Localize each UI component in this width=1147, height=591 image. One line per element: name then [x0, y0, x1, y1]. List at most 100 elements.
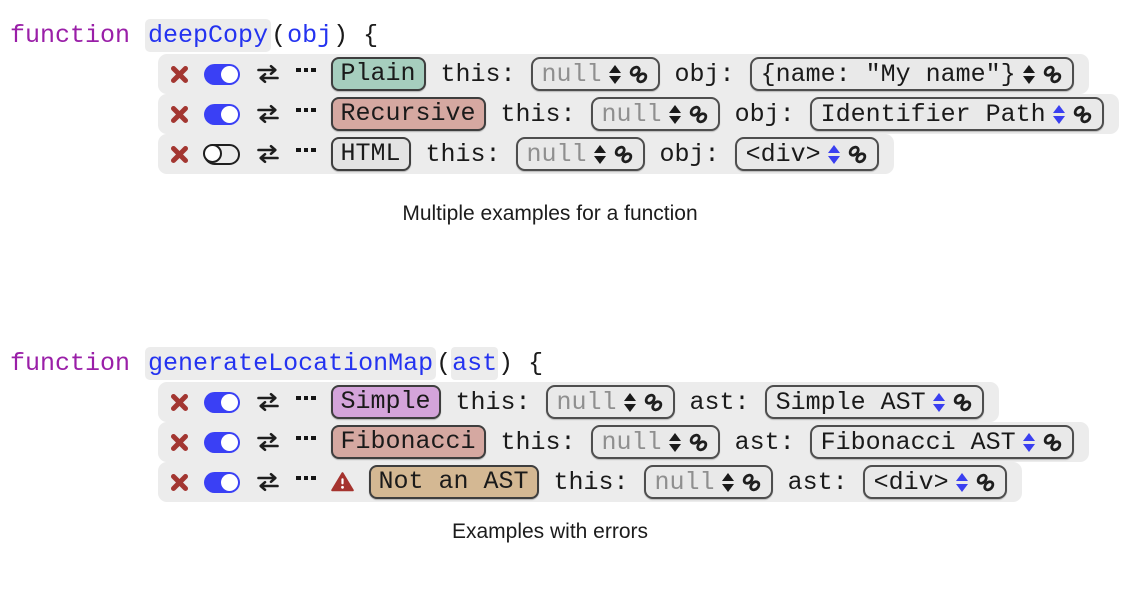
stepper-icon[interactable]	[668, 104, 681, 124]
swap-arrows-icon[interactable]	[255, 432, 281, 452]
example-rows: Simple this: null ast: Simple AST Fibona…	[158, 382, 1089, 502]
delete-example-button[interactable]	[170, 473, 189, 492]
param-value: <div>	[873, 467, 949, 497]
paren-close: ) {	[498, 349, 544, 378]
link-icon[interactable]	[952, 392, 973, 413]
this-label: this:	[500, 427, 576, 457]
example-toggle[interactable]	[204, 471, 240, 493]
more-options-button[interactable]	[296, 107, 316, 113]
stepper-icon[interactable]	[1052, 104, 1065, 124]
stepper-icon[interactable]	[827, 144, 840, 164]
this-value-box[interactable]: null	[515, 137, 645, 171]
swap-arrows-icon[interactable]	[255, 64, 281, 84]
example-name-tag[interactable]: Plain	[330, 57, 426, 91]
more-options-button[interactable]	[296, 147, 316, 153]
keyword-function: function	[10, 349, 131, 378]
example-name-tag[interactable]: Not an AST	[368, 465, 539, 499]
this-value: null	[601, 427, 662, 457]
delete-example-button[interactable]	[170, 145, 189, 164]
this-value-box[interactable]: null	[590, 425, 720, 459]
more-options-button[interactable]	[296, 435, 316, 441]
param-value: <div>	[745, 139, 821, 169]
stepper-icon[interactable]	[1022, 432, 1035, 452]
example-row: Not an AST this: null ast: <div>	[158, 462, 1022, 502]
function-name[interactable]: deepCopy	[145, 19, 272, 52]
param-value-box[interactable]: Fibonacci AST	[809, 425, 1074, 459]
delete-example-button[interactable]	[170, 393, 189, 412]
this-label: this:	[440, 59, 516, 89]
param-value: Identifier Path	[820, 99, 1046, 129]
link-icon[interactable]	[1042, 64, 1063, 85]
this-value: null	[541, 59, 602, 89]
stepper-icon[interactable]	[668, 432, 681, 452]
link-icon[interactable]	[643, 392, 664, 413]
code-line: function deepCopy(obj) {	[10, 19, 1119, 52]
keyword-function: function	[10, 21, 131, 50]
swap-arrows-icon[interactable]	[255, 104, 281, 124]
stepper-icon[interactable]	[955, 472, 968, 492]
stepper-icon[interactable]	[623, 392, 636, 412]
this-value-box[interactable]: null	[530, 57, 660, 91]
this-label: this:	[425, 139, 501, 169]
link-icon[interactable]	[741, 472, 762, 493]
more-options-button[interactable]	[296, 67, 316, 73]
toggle-knob	[221, 65, 238, 83]
example-rows: Plain this: null obj: {name: "My name"} …	[158, 54, 1119, 174]
param-value-box[interactable]: {name: "My name"}	[749, 57, 1074, 91]
paren-close: ) {	[333, 21, 379, 50]
stepper-icon[interactable]	[932, 392, 945, 412]
param-label: obj:	[674, 59, 735, 89]
example-toggle[interactable]	[204, 103, 240, 125]
param-value: Simple AST	[775, 387, 926, 417]
swap-arrows-icon[interactable]	[255, 472, 281, 492]
this-value: null	[654, 467, 715, 497]
link-icon[interactable]	[1072, 104, 1093, 125]
param-label: obj:	[734, 99, 795, 129]
function-name[interactable]: generateLocationMap	[145, 347, 437, 380]
param-value-box[interactable]: Identifier Path	[809, 97, 1104, 131]
delete-example-button[interactable]	[170, 105, 189, 124]
example-name-tag[interactable]: Recursive	[330, 97, 486, 131]
link-icon[interactable]	[1042, 432, 1063, 453]
param-value-box[interactable]: <div>	[862, 465, 1007, 499]
parameter-name: obj	[287, 21, 333, 50]
more-options-button[interactable]	[296, 475, 316, 481]
toggle-knob	[221, 393, 238, 411]
more-options-button[interactable]	[296, 395, 316, 401]
example-toggle[interactable]	[204, 391, 240, 413]
swap-arrows-icon[interactable]	[255, 144, 281, 164]
link-icon[interactable]	[688, 104, 709, 125]
paren-open: (	[436, 349, 452, 378]
param-value-box[interactable]: <div>	[734, 137, 879, 171]
warning-icon	[330, 472, 354, 492]
example-name-tag[interactable]: HTML	[330, 137, 411, 171]
stepper-icon[interactable]	[593, 144, 606, 164]
toggle-knob	[221, 473, 238, 491]
this-value: null	[526, 139, 587, 169]
delete-example-button[interactable]	[170, 433, 189, 452]
delete-example-button[interactable]	[170, 65, 189, 84]
this-value-box[interactable]: null	[643, 465, 773, 499]
stepper-icon[interactable]	[721, 472, 734, 492]
example-row: Fibonacci this: null ast: Fibonacci AST	[158, 422, 1089, 462]
link-icon[interactable]	[975, 472, 996, 493]
param-label: ast:	[689, 387, 750, 417]
example-row: HTML this: null obj: <div>	[158, 134, 894, 174]
link-icon[interactable]	[628, 64, 649, 85]
example-row: Recursive this: null obj: Identifier Pat…	[158, 94, 1119, 134]
example-toggle[interactable]	[204, 63, 240, 85]
param-value-box[interactable]: Simple AST	[764, 385, 984, 419]
example-toggle[interactable]	[204, 431, 240, 453]
example-toggle[interactable]	[203, 143, 240, 165]
swap-arrows-icon[interactable]	[255, 392, 281, 412]
example-name-tag[interactable]: Simple	[330, 385, 441, 419]
example-name-tag[interactable]: Fibonacci	[330, 425, 486, 459]
link-icon[interactable]	[847, 144, 868, 165]
link-icon[interactable]	[613, 144, 634, 165]
stepper-icon[interactable]	[1022, 64, 1035, 84]
this-value-box[interactable]: null	[590, 97, 720, 131]
code-line: function generateLocationMap(ast) {	[10, 347, 1089, 380]
this-value-box[interactable]: null	[545, 385, 675, 419]
link-icon[interactable]	[688, 432, 709, 453]
stepper-icon[interactable]	[608, 64, 621, 84]
